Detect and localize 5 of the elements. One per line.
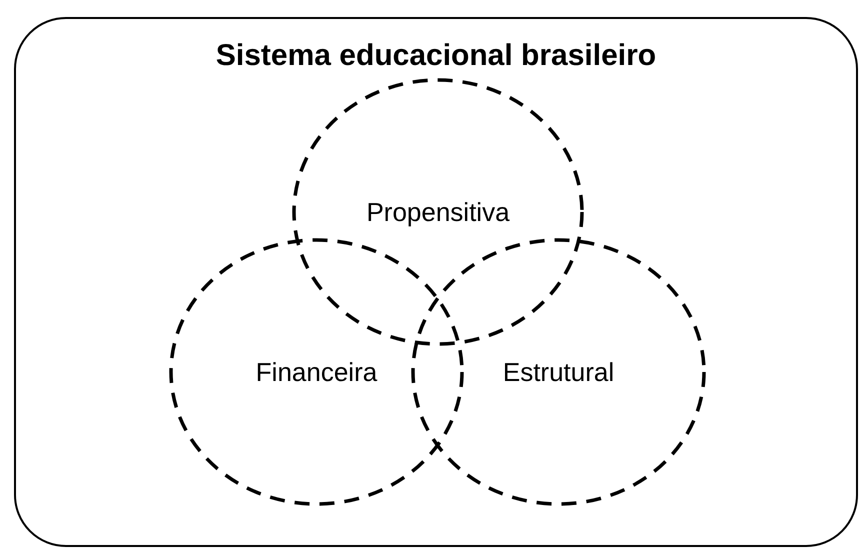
circle-label: Financeira	[256, 356, 378, 388]
circle-label: Propensitiva	[366, 196, 510, 228]
circle-label: Estrutural	[502, 356, 614, 388]
rounded-frame	[14, 17, 858, 547]
frame-heading: Sistema educacional brasileiro	[216, 38, 656, 74]
